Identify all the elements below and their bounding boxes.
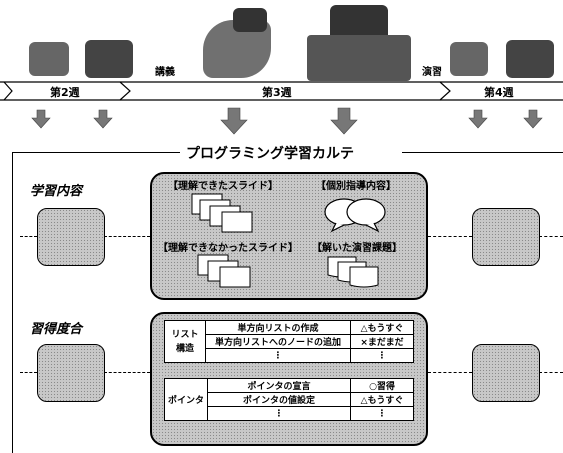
karte-title-bg bbox=[180, 142, 402, 162]
down-arrow-icon bbox=[220, 107, 248, 135]
exercise-docs-stack-icon bbox=[327, 256, 379, 288]
week2-label: 第2週 bbox=[50, 86, 80, 99]
mastery-label: 習得度合 bbox=[30, 322, 83, 337]
table-row: リスト構造 単方向リストの作成 △もうすぐ bbox=[164, 320, 414, 363]
timeline-segment-week2 bbox=[0, 81, 131, 101]
status-cell: △もうすぐ bbox=[350, 392, 414, 407]
item-cell: 単方向リストへのノードの追加 bbox=[205, 334, 351, 349]
mastery-table-pointer: ポインタ ポインタの宣言 ○習得 ポインタの値設定 △もうすぐ ⋮ ⋮ bbox=[163, 378, 414, 421]
timeline-segment-week3 bbox=[120, 81, 451, 101]
week3-label: 第3週 bbox=[262, 86, 292, 99]
status-cell: ○習得 bbox=[350, 378, 414, 393]
connector-line bbox=[20, 372, 37, 373]
week4-content-card bbox=[472, 208, 540, 266]
book-icon bbox=[233, 8, 267, 32]
solved-exercises-label: 【解いた演習課題】 bbox=[312, 243, 402, 254]
connector-line bbox=[104, 372, 150, 373]
person-computer-icon bbox=[506, 40, 554, 78]
table-row: ⋮ ⋮ bbox=[165, 348, 414, 363]
week4-illustration bbox=[448, 40, 558, 80]
week4-mastery-card bbox=[472, 344, 540, 402]
week2-mastery-card bbox=[37, 344, 105, 402]
status-cell: ×まだまだ bbox=[350, 334, 414, 349]
down-arrow-icon bbox=[468, 109, 488, 129]
table-row: ⋮ ⋮ bbox=[165, 406, 414, 421]
exercise-illustration bbox=[305, 5, 415, 83]
item-cell: ポインタの値設定 bbox=[207, 392, 351, 407]
person-laptop-icon bbox=[29, 42, 69, 76]
exercise-label: 演習 bbox=[422, 67, 442, 78]
understood-slides-label: 【理解できたスライド】 bbox=[168, 181, 278, 192]
status-cell: ⋮ bbox=[350, 406, 414, 421]
connector-line bbox=[428, 236, 472, 237]
connector-line bbox=[104, 236, 150, 237]
not-understood-slides-label: 【理解できなかったスライド】 bbox=[158, 243, 298, 254]
down-arrow-icon bbox=[31, 109, 51, 129]
status-cell: ⋮ bbox=[350, 348, 414, 363]
down-arrow-icon bbox=[330, 107, 358, 135]
week4-label: 第4週 bbox=[484, 86, 514, 99]
connector-line bbox=[539, 372, 563, 373]
connector-line bbox=[20, 236, 37, 237]
item-cell: ⋮ bbox=[207, 406, 351, 421]
lecture-illustration bbox=[195, 8, 285, 80]
learning-content-card bbox=[150, 172, 428, 300]
understood-slides-stack-icon bbox=[191, 193, 253, 233]
mastery-table-list: リスト構造 単方向リストの作成 △もうすぐ 単方向リストへのノードの追加 ×まだ… bbox=[164, 320, 414, 363]
item-cell: ポインタの宣言 bbox=[207, 378, 351, 393]
person-laptop-icon bbox=[450, 42, 488, 76]
table-row: ポインタ ポインタの宣言 ○習得 bbox=[163, 378, 414, 421]
karte-title: プログラミング学習カルテ bbox=[186, 146, 354, 162]
category-cell: ポインタ bbox=[163, 378, 209, 421]
week2-content-card bbox=[37, 208, 105, 266]
individual-guidance-label: 【個別指導内容】 bbox=[316, 181, 396, 192]
connector-line bbox=[539, 236, 563, 237]
down-arrow-icon bbox=[523, 109, 543, 129]
learning-content-label: 学習内容 bbox=[30, 184, 83, 199]
down-arrow-icon bbox=[93, 109, 113, 129]
category-cell: リスト構造 bbox=[164, 320, 206, 363]
lecture-label: 講義 bbox=[155, 67, 175, 78]
item-cell: 単方向リストの作成 bbox=[205, 320, 351, 335]
timeline-start-chevron bbox=[3, 81, 13, 101]
item-cell: ⋮ bbox=[205, 348, 351, 363]
not-understood-slides-stack-icon bbox=[197, 254, 251, 288]
connector-line bbox=[428, 372, 472, 373]
timeline-arrow bbox=[0, 81, 563, 101]
speech-bubbles-icon bbox=[324, 198, 386, 233]
status-cell: △もうすぐ bbox=[350, 320, 414, 335]
week2-illustration bbox=[25, 40, 145, 80]
person-computer-icon bbox=[85, 40, 133, 78]
down-arrows bbox=[31, 107, 543, 135]
desk-student-icon bbox=[307, 35, 411, 81]
